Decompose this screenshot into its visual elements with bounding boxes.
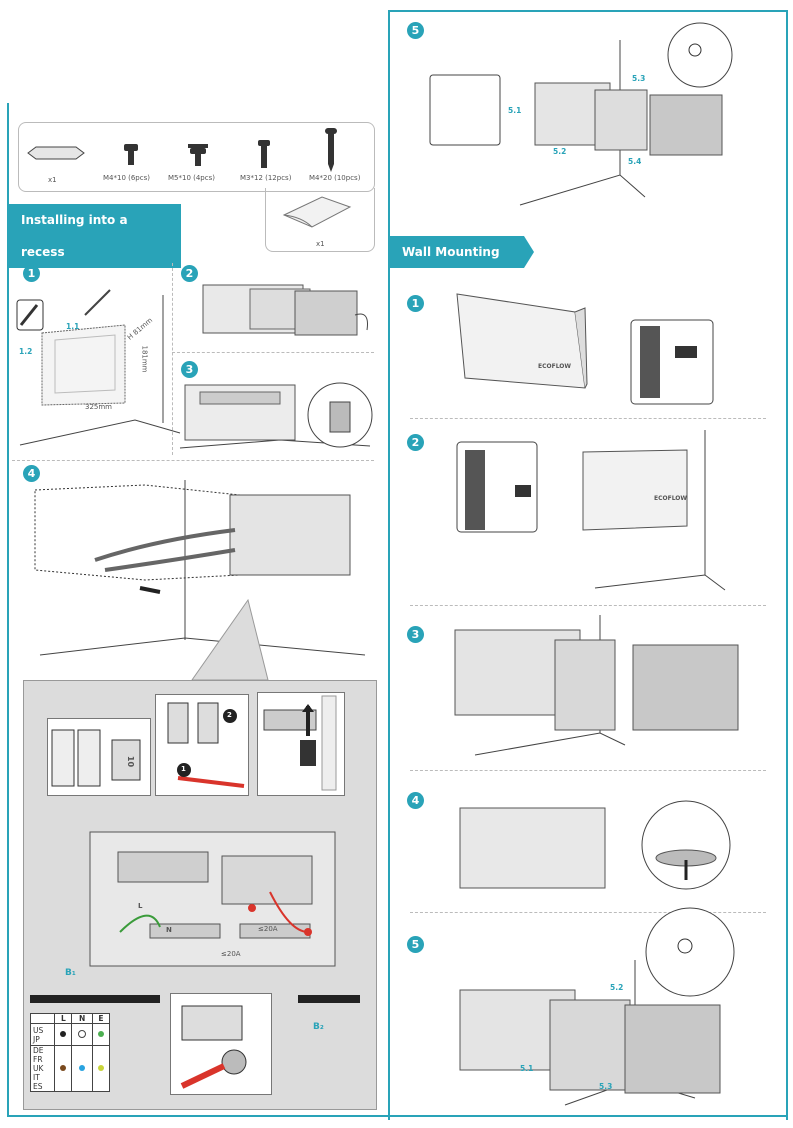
- screw-m4x10-icon: [124, 144, 138, 165]
- section-header-recess: Installing into a recess: [9, 204, 181, 268]
- step-badge-wall-1: 1: [407, 295, 424, 312]
- legend-dot-us-n: [78, 1029, 87, 1038]
- parts-box: [18, 122, 375, 192]
- template-sheet-icon: [282, 196, 352, 228]
- step-badge-recess-4: 4: [23, 465, 40, 482]
- ground-lug-drawing: [180, 1005, 247, 1089]
- top-callout-5-2: 5.2: [553, 147, 567, 156]
- legend-header-n: N: [71, 1013, 93, 1024]
- legend-dot-eu-l: [60, 1065, 67, 1071]
- legend-dot-us-l: [60, 1031, 67, 1037]
- cable-label-b2: B₂: [313, 1022, 324, 1032]
- legend-regions-us: US JP: [29, 1023, 56, 1046]
- dimension-width: 325mm: [85, 403, 112, 411]
- wall-step4-illustration: [459, 800, 731, 890]
- wall-step3-illustration: [454, 615, 739, 756]
- zoom-cone: [191, 598, 269, 681]
- wall-callout-5-1: 5.1: [520, 1064, 534, 1073]
- legend-regions-eu: DE FR UK IT ES: [29, 1045, 56, 1092]
- legend-dot-eu-n: [79, 1065, 86, 1071]
- separator-h-right-3: [410, 770, 766, 771]
- screw-m3x12-icon: [258, 140, 270, 168]
- separator-v-left: [172, 263, 173, 455]
- separator-h-left-a: [172, 352, 374, 353]
- recess-step2-illustration: [202, 284, 368, 336]
- parts-box-extension: [265, 188, 375, 252]
- ethernet-drawing: [263, 695, 337, 791]
- part-caption-bracket: x1: [48, 176, 57, 184]
- step-badge-top-5: 5: [407, 22, 424, 39]
- part-caption-m4x10: M4*10 (6pcs): [103, 174, 150, 182]
- section-header-wall: Wall Mounting: [390, 236, 524, 268]
- step-badge-recess-2: 2: [181, 265, 198, 282]
- top-callout-5-3: 5.3: [632, 74, 646, 83]
- part-caption-m4x20: M4*20 (10pcs): [309, 174, 361, 182]
- part-caption-m5x10: M5*10 (4pcs): [168, 174, 215, 182]
- lever-step-marker-1: 1: [181, 765, 186, 773]
- part-caption-template: x1: [316, 240, 325, 248]
- logo-wall-step2: ECOFLOW: [654, 495, 688, 502]
- separator-h-right-1: [410, 418, 766, 419]
- top-callout-5-4: 5.4: [628, 157, 642, 166]
- callout-1-1: 1.1: [66, 322, 80, 331]
- lever-count-label: 10: [126, 755, 136, 768]
- right-panel-left-border: [388, 10, 390, 1120]
- top-step5-illustration: [429, 22, 733, 206]
- terminal-label-l: L: [138, 902, 143, 910]
- breaker-board-drawing: [89, 831, 336, 967]
- banner-tail-wall: [524, 236, 534, 268]
- right-panel-top-border: [388, 10, 786, 12]
- lever-drawing: [167, 702, 245, 788]
- legend-dot-us-e: [97, 1031, 104, 1037]
- wall-callout-5-2: 5.2: [610, 983, 624, 992]
- step-badge-wall-4: 4: [407, 792, 424, 809]
- screw-m5x10-icon: [188, 144, 208, 166]
- bracket-part-icon: [27, 146, 85, 160]
- recess-step3-illustration: [179, 382, 373, 449]
- wall-step1-illustration: [456, 293, 714, 405]
- banner-tail-recess: [169, 204, 179, 236]
- separator-h-right-2: [410, 605, 766, 606]
- right-panel-right-border: [786, 10, 788, 1120]
- step-badge-wall-5: 5: [407, 936, 424, 953]
- left-accent-line: [7, 103, 9, 1115]
- cable-label-b1: B₁: [65, 968, 76, 978]
- step-badge-recess-3: 3: [181, 361, 198, 378]
- callout-1-2: 1.2: [19, 347, 33, 356]
- wall-step5-illustration: [459, 907, 735, 1106]
- legend-header-l: L: [54, 1013, 73, 1024]
- separator-h-left-b: [12, 460, 374, 461]
- step-badge-recess-1: 1: [23, 265, 40, 282]
- amp-rating-left: ≤20A: [221, 950, 241, 958]
- bottom-border: [7, 1115, 788, 1117]
- dimension-depth: 181mm: [140, 345, 149, 373]
- legend-dot-eu-e: [97, 1065, 104, 1071]
- part-caption-m3x12: M3*12 (12pcs): [240, 174, 292, 182]
- wall-callout-5-3: 5.3: [599, 1082, 613, 1091]
- separator-h-right-4: [410, 912, 766, 913]
- recess-step4-illustration: [34, 480, 366, 656]
- recess-step1-illustration: [16, 289, 181, 446]
- logo-wall-step1: ECOFLOW: [538, 363, 572, 370]
- cable-b1: [30, 995, 160, 1003]
- top-callout-5-1: 5.1: [508, 106, 522, 115]
- legend-header-e: E: [91, 1013, 111, 1024]
- step-badge-wall-2: 2: [407, 434, 424, 451]
- amp-rating-right: ≤20A: [258, 925, 278, 933]
- wall-step2-illustration: [456, 430, 726, 591]
- screw-m4x20-icon: [325, 128, 337, 172]
- cable-b2: [298, 995, 360, 1003]
- terminal-block-drawing: [51, 729, 141, 787]
- step-badge-wall-3: 3: [407, 626, 424, 643]
- wire-color-legend: L N E US JP DE FR UK IT ES: [29, 1013, 111, 1092]
- lever-step-marker-2: 2: [227, 711, 232, 719]
- terminal-label-n: N: [166, 926, 172, 934]
